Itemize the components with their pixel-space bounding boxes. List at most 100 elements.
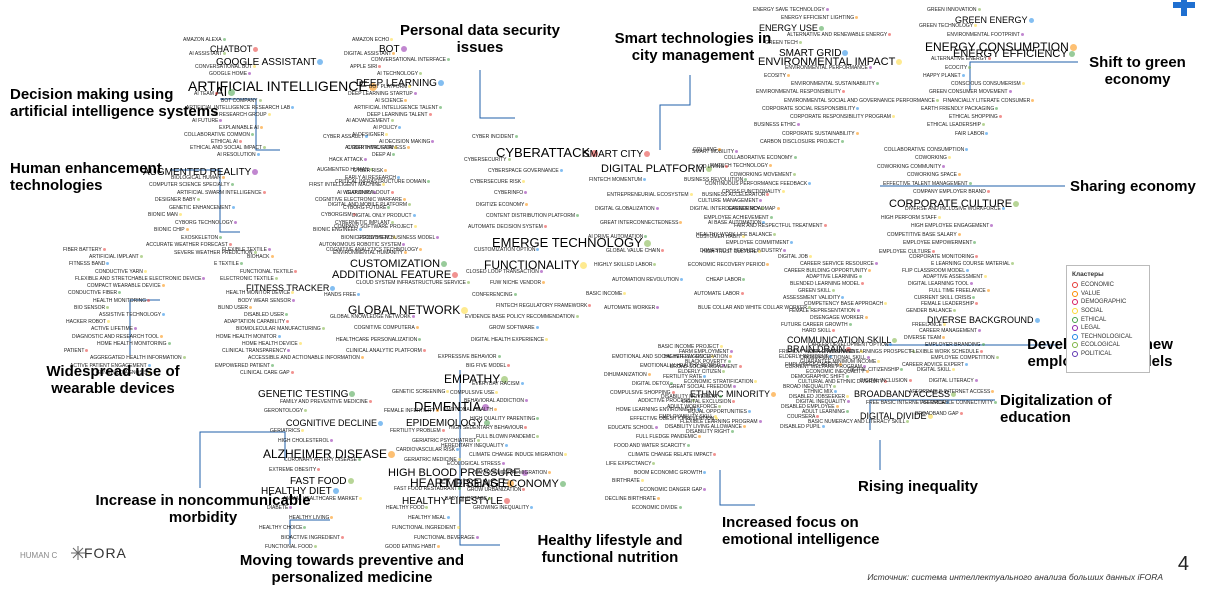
keyword-inequality: BROAD INEQUALITY [783,385,836,390]
keyword-dot-icon [644,151,651,158]
keyword-dot-icon [783,249,787,253]
legend-item: SOCIAL [1072,307,1149,316]
keyword-city: CUSTOMER HABIT [696,235,745,240]
legend-dot-icon [1072,290,1078,297]
keyword-wear: CLINICAL CARE GAP [240,371,294,376]
keyword-morbidity: BIOACTIVE INGREDIENT [281,536,344,541]
keyword-human: COGNITIVE ELECTRONIC WARFARE [315,198,407,203]
keyword-dot-icon [855,16,859,20]
keyword-dot-icon [1028,18,1034,24]
keyword-dot-icon [441,429,445,433]
keyword-dot-icon [253,251,257,255]
page-number: 4 [1177,553,1189,575]
keyword-human: CYBERNETIC IMPLANT [335,221,395,226]
keyword-security: HANDS FREE [324,293,361,298]
keyword-dot-icon [547,471,551,475]
legend-label: LEGAL [1081,325,1101,332]
keyword-green: ENERGY USE [759,24,824,33]
connector-line [659,75,691,150]
keyword-dot-icon [730,350,734,354]
legend-label: DEMOGRAPHIC [1081,299,1127,306]
keyword-human: EARLY AI RESEARCH [345,176,400,181]
keyword-security: DIGITIZE ECONOMY [476,203,529,208]
keyword-dot-icon [358,228,362,232]
keyword-dot-icon [741,235,745,239]
keyword-security: DIGITAL HEALTH EXPERIENCE [471,338,549,343]
keyword-dot-icon [330,439,334,443]
trend-label: Decision making using artificial intelli… [10,86,219,121]
keyword-education: DIGITAL CITIZENSHIP [848,368,904,373]
keyword-emotional: BABY SHORTAGE [445,497,492,502]
keyword-dot-icon [825,8,829,12]
legend-label: ECONOMIC [1081,282,1114,289]
keyword-dot-icon [373,191,377,195]
logo-text: FORA [84,545,127,561]
keyword-dot-icon [457,458,461,462]
keyword-dot-icon [412,214,416,218]
keyword-emotional: DECLINE BIRTHRATE [605,497,660,502]
keyword-dot-icon [742,278,746,282]
keyword-dot-icon [238,140,242,144]
keyword-ai: BOT PLATFORM [369,85,412,90]
keyword-dot-icon [991,390,995,394]
keyword-ai: ARTIFICIAL INTELLIGENCE TALENT [354,106,443,111]
connector-line [969,61,1078,90]
keyword-emotional: LIFE EXPECTANCY [606,462,656,467]
keyword-dot-icon [419,72,423,76]
keyword-dot-icon [776,207,780,211]
keyword-dot-icon [357,293,361,297]
keyword-emotional: HIGH QUALITY PARENTING [470,417,540,422]
keyword-ai: AI ASSISTANT [189,52,227,57]
keyword-emotional: BIG FIVE MODEL [466,364,511,369]
keyword-dot-icon [167,342,171,346]
keyword-dot-icon [178,213,182,217]
keyword-dot-icon [754,380,758,384]
keyword-morbidity: HEALTHY LIFESTYLE [402,497,510,507]
legend-item: LEGAL [1072,324,1149,333]
keyword-dot-icon [182,356,186,360]
connector-line [459,370,500,546]
keyword-wear: FITNESS BAND [69,262,110,267]
keyword-dot-icon [679,278,683,282]
keyword-security: CYBERSPACE GOVERNANCE [488,169,563,174]
keyword-dot-icon [431,140,435,144]
keyword-ai: BOT COMPANY [221,99,262,104]
keyword-inequality: BLACK POVERTY [685,360,731,365]
keyword-morbidity: COGNITIVE DECLINE [286,419,384,428]
keyword-inequality: FLEXIBLE LEARNING PROGRAM [680,420,762,425]
keyword-dot-icon [301,429,305,433]
keyword-human: BIONIC CHIP [154,228,189,233]
keyword-ai: BOT [379,45,407,55]
keyword-dot-icon [391,221,395,225]
keyword-dot-icon [588,304,592,308]
trend-label: Personal data security issues [399,22,561,57]
keyword-dot-icon [816,415,820,419]
keyword-dot-icon [975,302,979,306]
keyword-dot-icon [846,395,850,399]
keyword-dot-icon [979,350,983,354]
keyword-dot-icon [394,146,398,150]
keyword-dot-icon [580,262,588,270]
keyword-dot-icon [228,243,232,247]
keyword-dot-icon [522,488,526,492]
keyword-green: CARBON DISCLOSURE PROJECT [760,140,845,145]
keyword-dot-icon [671,391,675,395]
keyword-human: AI WEAPONRY [337,191,377,196]
keyword-security: CYBER RISK [353,169,388,174]
keyword-morbidity: HEALTHY CHOICE [259,526,307,531]
keyword-dot-icon [742,425,746,429]
keyword-dot-icon [766,193,770,197]
keyword-dot-icon [832,385,836,389]
trend-label: Shift to green economy [1089,54,1186,89]
keyword-sharing: HIGH EMPLOYEE ENGAGEMENT [911,224,994,229]
keyword-dot-icon [747,410,751,414]
keyword-dot-icon [965,148,969,152]
keyword-sharing: CULTURE MANAGEMENT [698,199,763,204]
keyword-dot-icon [232,206,236,210]
keyword-emotional: HOME LEARNING ENVIRONMENT [616,408,701,413]
keyword-dot-icon [961,74,965,78]
keyword-dot-icon [678,506,682,510]
keyword-employment: EMPLOYEE COMPETITION [931,356,999,361]
keyword-dot-icon [148,371,152,375]
legend-label: ETHICAL [1081,316,1107,323]
